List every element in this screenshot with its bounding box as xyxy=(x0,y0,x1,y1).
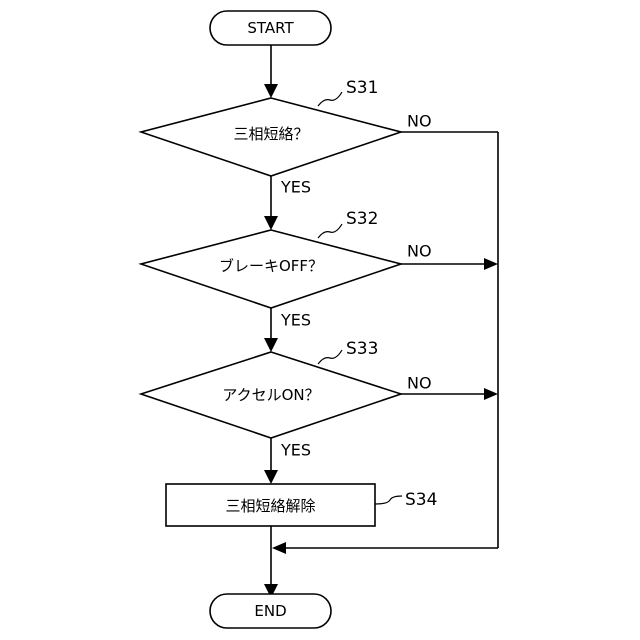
decision-s31-step-label: S31 xyxy=(346,78,378,98)
process-s34-step-label: S34 xyxy=(405,490,437,510)
decision-s32: ブレーキOFF？ S32 NO YES xyxy=(141,209,432,330)
decision-s31-label: 三相短絡？ xyxy=(233,125,308,143)
arrowhead-s32-to-s33 xyxy=(264,338,278,352)
start-node: START xyxy=(210,11,331,45)
arrowhead-s31-to-s32 xyxy=(264,216,278,230)
process-s34: 三相短絡解除 S34 xyxy=(166,484,437,526)
decision-s33-step-leader xyxy=(318,350,342,364)
arrowhead-no-s33 xyxy=(484,388,498,400)
decision-s31-no-label: NO xyxy=(407,112,432,131)
end-node: END xyxy=(210,594,331,628)
start-label: START xyxy=(247,19,294,37)
decision-s32-no-label: NO xyxy=(407,242,432,261)
decision-s32-step-leader xyxy=(318,224,342,238)
process-s34-step-leader xyxy=(375,496,402,504)
arrowhead-no-merge xyxy=(272,542,286,554)
decision-s31-yes-label: YES xyxy=(280,178,311,197)
process-s34-label: 三相短絡解除 xyxy=(225,497,315,515)
decision-s33-yes-label: YES xyxy=(280,441,311,460)
decision-s32-yes-label: YES xyxy=(280,311,311,330)
decision-s32-step-label: S32 xyxy=(346,209,378,229)
decision-s31-step-leader xyxy=(318,92,342,106)
decision-s33: アクセルON？ S33 NO YES xyxy=(141,339,432,460)
decision-s33-label: アクセルON？ xyxy=(222,386,319,404)
arrowhead-s33-to-s34 xyxy=(264,470,278,484)
decision-s33-no-label: NO xyxy=(407,374,432,393)
decision-s33-step-label: S33 xyxy=(346,339,378,359)
arrowhead-no-s32 xyxy=(484,258,498,270)
arrowhead-start-to-s31 xyxy=(264,84,278,98)
decision-s31: 三相短絡？ S31 NO YES xyxy=(141,78,432,197)
decision-s32-label: ブレーキOFF？ xyxy=(219,257,323,275)
end-label: END xyxy=(254,602,286,620)
